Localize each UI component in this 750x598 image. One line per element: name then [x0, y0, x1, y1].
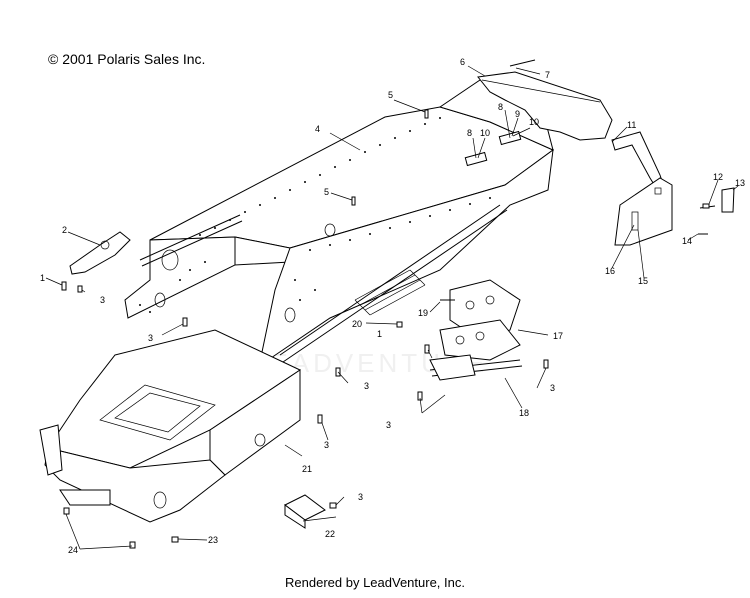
callout-12: 12 [713, 172, 723, 182]
snow-flap [614, 177, 673, 246]
callout-3: 3 [148, 333, 153, 343]
callout-13: 13 [735, 178, 745, 188]
callout-14: 14 [682, 236, 692, 246]
callout-3: 3 [386, 420, 391, 430]
rear-flap [477, 71, 613, 141]
callout-5: 5 [324, 187, 329, 197]
footer-credit: Rendered by LeadVenture, Inc. [285, 575, 465, 590]
callout-3: 3 [324, 440, 329, 450]
callout-11: 11 [627, 120, 636, 130]
callout-8: 8 [467, 128, 472, 138]
front-rod [139, 214, 243, 267]
callout-10: 10 [529, 117, 539, 127]
callout-1: 1 [377, 329, 382, 339]
callout-2: 2 [62, 225, 67, 235]
callout-6: 6 [460, 57, 465, 67]
callout-3: 3 [364, 381, 369, 391]
leader-lines [45, 65, 739, 550]
callout-20: 20 [352, 319, 362, 329]
rivet-pattern [139, 117, 491, 313]
frame-right-side [209, 369, 301, 476]
callout-17: 17 [553, 331, 563, 341]
tunnel-right-side [261, 148, 554, 361]
tunnel-top-surface [149, 106, 554, 249]
callout-23: 23 [208, 535, 218, 545]
callout-1: 1 [40, 273, 45, 283]
callout-16: 16 [605, 266, 615, 276]
end-cap [721, 187, 735, 213]
callout-24: 24 [68, 545, 78, 555]
tunnel-assembly [124, 71, 613, 363]
callout-7: 7 [545, 70, 550, 80]
callout-8: 8 [498, 102, 503, 112]
left-bracket [69, 231, 131, 275]
callout-19: 19 [418, 308, 428, 318]
callout-15: 15 [638, 276, 648, 286]
callout-18: 18 [519, 408, 529, 418]
callout-5: 5 [388, 90, 393, 100]
callout-3: 3 [550, 383, 555, 393]
rear-bumper-parts [509, 59, 735, 246]
copyright-notice: © 2001 Polaris Sales Inc. [48, 51, 206, 67]
front-flange-plate [39, 424, 63, 476]
lower-frame [39, 329, 302, 523]
callout-9: 9 [515, 109, 520, 119]
callout-4: 4 [315, 124, 320, 134]
callout-10: 10 [480, 128, 490, 138]
vent-grille [354, 269, 426, 316]
callout-labels: 1 2 3 3 3 3 3 3 3 3 4 5 5 6 7 8 8 9 10 1… [40, 57, 745, 555]
callout-21: 21 [302, 464, 312, 474]
callout-22: 22 [325, 529, 335, 539]
callout-3: 3 [100, 295, 105, 305]
rear-bracket-assembly [429, 279, 523, 381]
callout-3: 3 [358, 492, 363, 502]
